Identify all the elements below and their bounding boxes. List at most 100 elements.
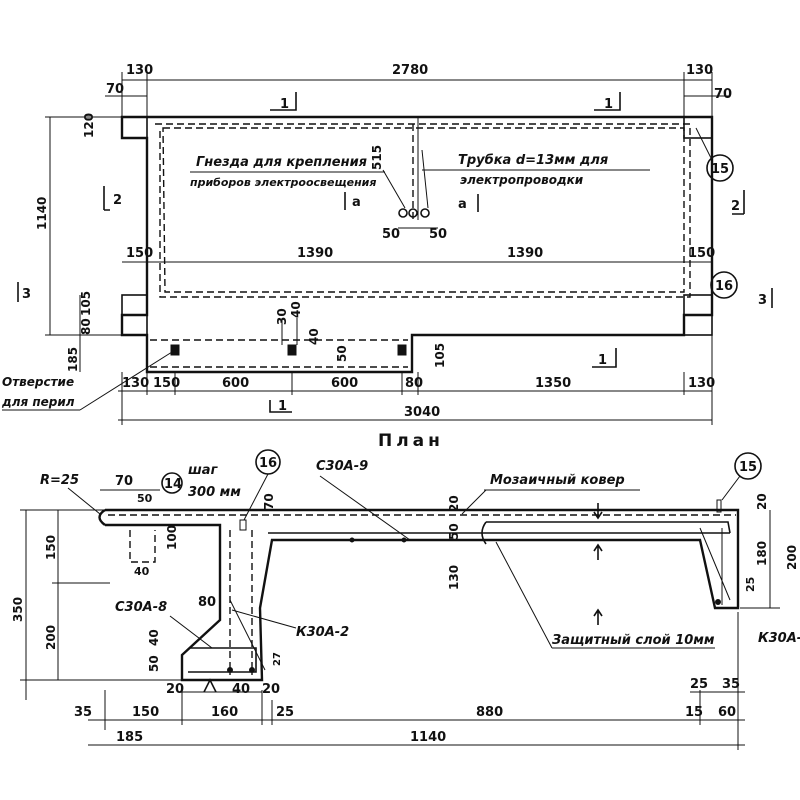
svg-text:20: 20 — [755, 493, 769, 510]
plan-dim-50-left: 50 — [382, 227, 400, 242]
svg-text:50: 50 — [447, 523, 461, 540]
svg-text:200: 200 — [44, 625, 58, 650]
section-cover: Защитный слой 10мм — [552, 633, 715, 648]
note-tube-line1: Трубка d=13мм для — [458, 153, 608, 168]
svg-text:15: 15 — [685, 705, 703, 720]
callout-15-section — [734, 452, 762, 480]
svg-text:2: 2 — [113, 193, 122, 208]
note-sockets-line1: Гнезда для крепления — [196, 155, 367, 170]
svg-text:25: 25 — [744, 577, 757, 592]
section-mesh-top: С30А-9 — [316, 459, 368, 474]
svg-text:350: 350 — [11, 597, 25, 622]
note-hole-line2: для перил — [1, 395, 75, 409]
section-marks: 1 1 1 1 2 2 3 3 а а — [17, 92, 773, 414]
plan-dim-70-right: 70 — [714, 87, 732, 102]
svg-text:20: 20 — [262, 682, 280, 697]
plan-dim-130-left: 130 — [126, 63, 153, 78]
svg-text:2: 2 — [731, 199, 740, 214]
plan-dim-40-b: 40 — [307, 328, 321, 345]
plan-dim-1390-right: 1390 — [507, 246, 543, 261]
note-hole-line1: Отверстие — [2, 375, 74, 389]
svg-text:27: 27 — [272, 652, 283, 666]
svg-text:20: 20 — [447, 495, 461, 512]
section-outline — [105, 508, 740, 682]
section-step-line2: 300 мм — [188, 485, 241, 500]
svg-text:50: 50 — [147, 655, 161, 672]
svg-text:200: 200 — [785, 545, 799, 570]
section-frame-k3: К30А-3 — [758, 631, 800, 646]
plan-dim-600-b: 600 — [331, 376, 358, 391]
svg-text:1: 1 — [604, 97, 613, 112]
socket-3 — [420, 208, 430, 218]
svg-text:а: а — [458, 197, 467, 212]
plan-dim-80-b: 80 — [405, 376, 423, 391]
socket-2 — [408, 208, 418, 218]
plan-dim-105-lower: 105 — [433, 343, 447, 368]
section-mesh-left: С30А-8 — [115, 600, 167, 615]
svg-text:100: 100 — [165, 525, 179, 550]
section-view: R=25 14 шаг 300 мм 16 15 С30А-9 Мозаичны… — [11, 449, 800, 750]
plan-dim-185: 185 — [66, 347, 80, 372]
plan-dim-1390-left: 1390 — [297, 246, 333, 261]
plan-dim-1140: 1140 — [35, 197, 49, 230]
svg-text:а: а — [352, 195, 361, 210]
plan-dim-70-left: 70 — [106, 82, 124, 97]
plan-inner-contour — [155, 123, 691, 298]
svg-text:50: 50 — [137, 492, 153, 505]
plan-dim-130-b: 130 — [122, 376, 149, 391]
section-step-line1: шаг — [188, 463, 219, 478]
svg-text:160: 160 — [211, 705, 238, 720]
svg-text:15: 15 — [739, 460, 757, 475]
plan-dim-105: 105 — [79, 291, 93, 316]
svg-text:150: 150 — [44, 535, 58, 560]
note-sockets-line2: приборов электроосвещения — [190, 176, 376, 189]
plan-title: План — [378, 431, 444, 451]
callout-14 — [161, 472, 183, 494]
svg-text:35: 35 — [74, 705, 92, 720]
svg-text:185: 185 — [116, 730, 143, 745]
svg-text:40: 40 — [147, 629, 161, 646]
svg-text:70: 70 — [262, 493, 276, 510]
svg-text:1: 1 — [278, 399, 287, 414]
plan-dim-150-b: 150 — [153, 376, 180, 391]
callout-15-plan — [706, 154, 734, 182]
plan-dim-40-a: 40 — [289, 301, 303, 318]
svg-text:40: 40 — [232, 682, 250, 697]
svg-text:80: 80 — [198, 595, 216, 610]
svg-text:1: 1 — [598, 353, 607, 368]
svg-text:130: 130 — [447, 565, 461, 590]
svg-text:14: 14 — [164, 477, 182, 492]
svg-text:25: 25 — [276, 705, 294, 720]
section-mosaic: Мозаичный ковер — [490, 473, 625, 488]
svg-text:70: 70 — [115, 474, 133, 489]
railing-hole-3 — [397, 344, 407, 356]
plan-dim-50-right: 50 — [429, 227, 447, 242]
railing-hole-1 — [170, 344, 180, 356]
railing-hole-2 — [287, 344, 297, 356]
note-tube-line2: электропроводки — [460, 173, 584, 187]
plan-dim-130-c: 130 — [688, 376, 715, 391]
plan-dim-80: 80 — [79, 318, 93, 335]
svg-text:16: 16 — [259, 456, 277, 471]
plan-dim-150-right: 150 — [688, 246, 715, 261]
plan-dim-150-left: 150 — [126, 246, 153, 261]
svg-text:40: 40 — [134, 565, 150, 578]
svg-text:15: 15 — [711, 162, 729, 177]
plan-dim-50: 50 — [335, 345, 349, 362]
svg-text:880: 880 — [476, 705, 503, 720]
plan-dim-120: 120 — [82, 113, 96, 138]
svg-text:3: 3 — [758, 293, 767, 308]
svg-text:180: 180 — [755, 541, 769, 566]
svg-text:35: 35 — [722, 677, 740, 692]
plan-dim-3040: 3040 — [404, 405, 440, 420]
plan-dim-600-a: 600 — [222, 376, 249, 391]
svg-text:60: 60 — [718, 705, 736, 720]
plan-dim-30: 30 — [275, 308, 289, 325]
socket-1 — [398, 208, 408, 218]
svg-text:150: 150 — [132, 705, 159, 720]
callout-16-plan — [710, 271, 738, 299]
svg-text:1140: 1140 — [410, 730, 446, 745]
plan-dim-1350: 1350 — [535, 376, 571, 391]
section-radius: R=25 — [40, 473, 79, 488]
svg-text:1: 1 — [280, 97, 289, 112]
